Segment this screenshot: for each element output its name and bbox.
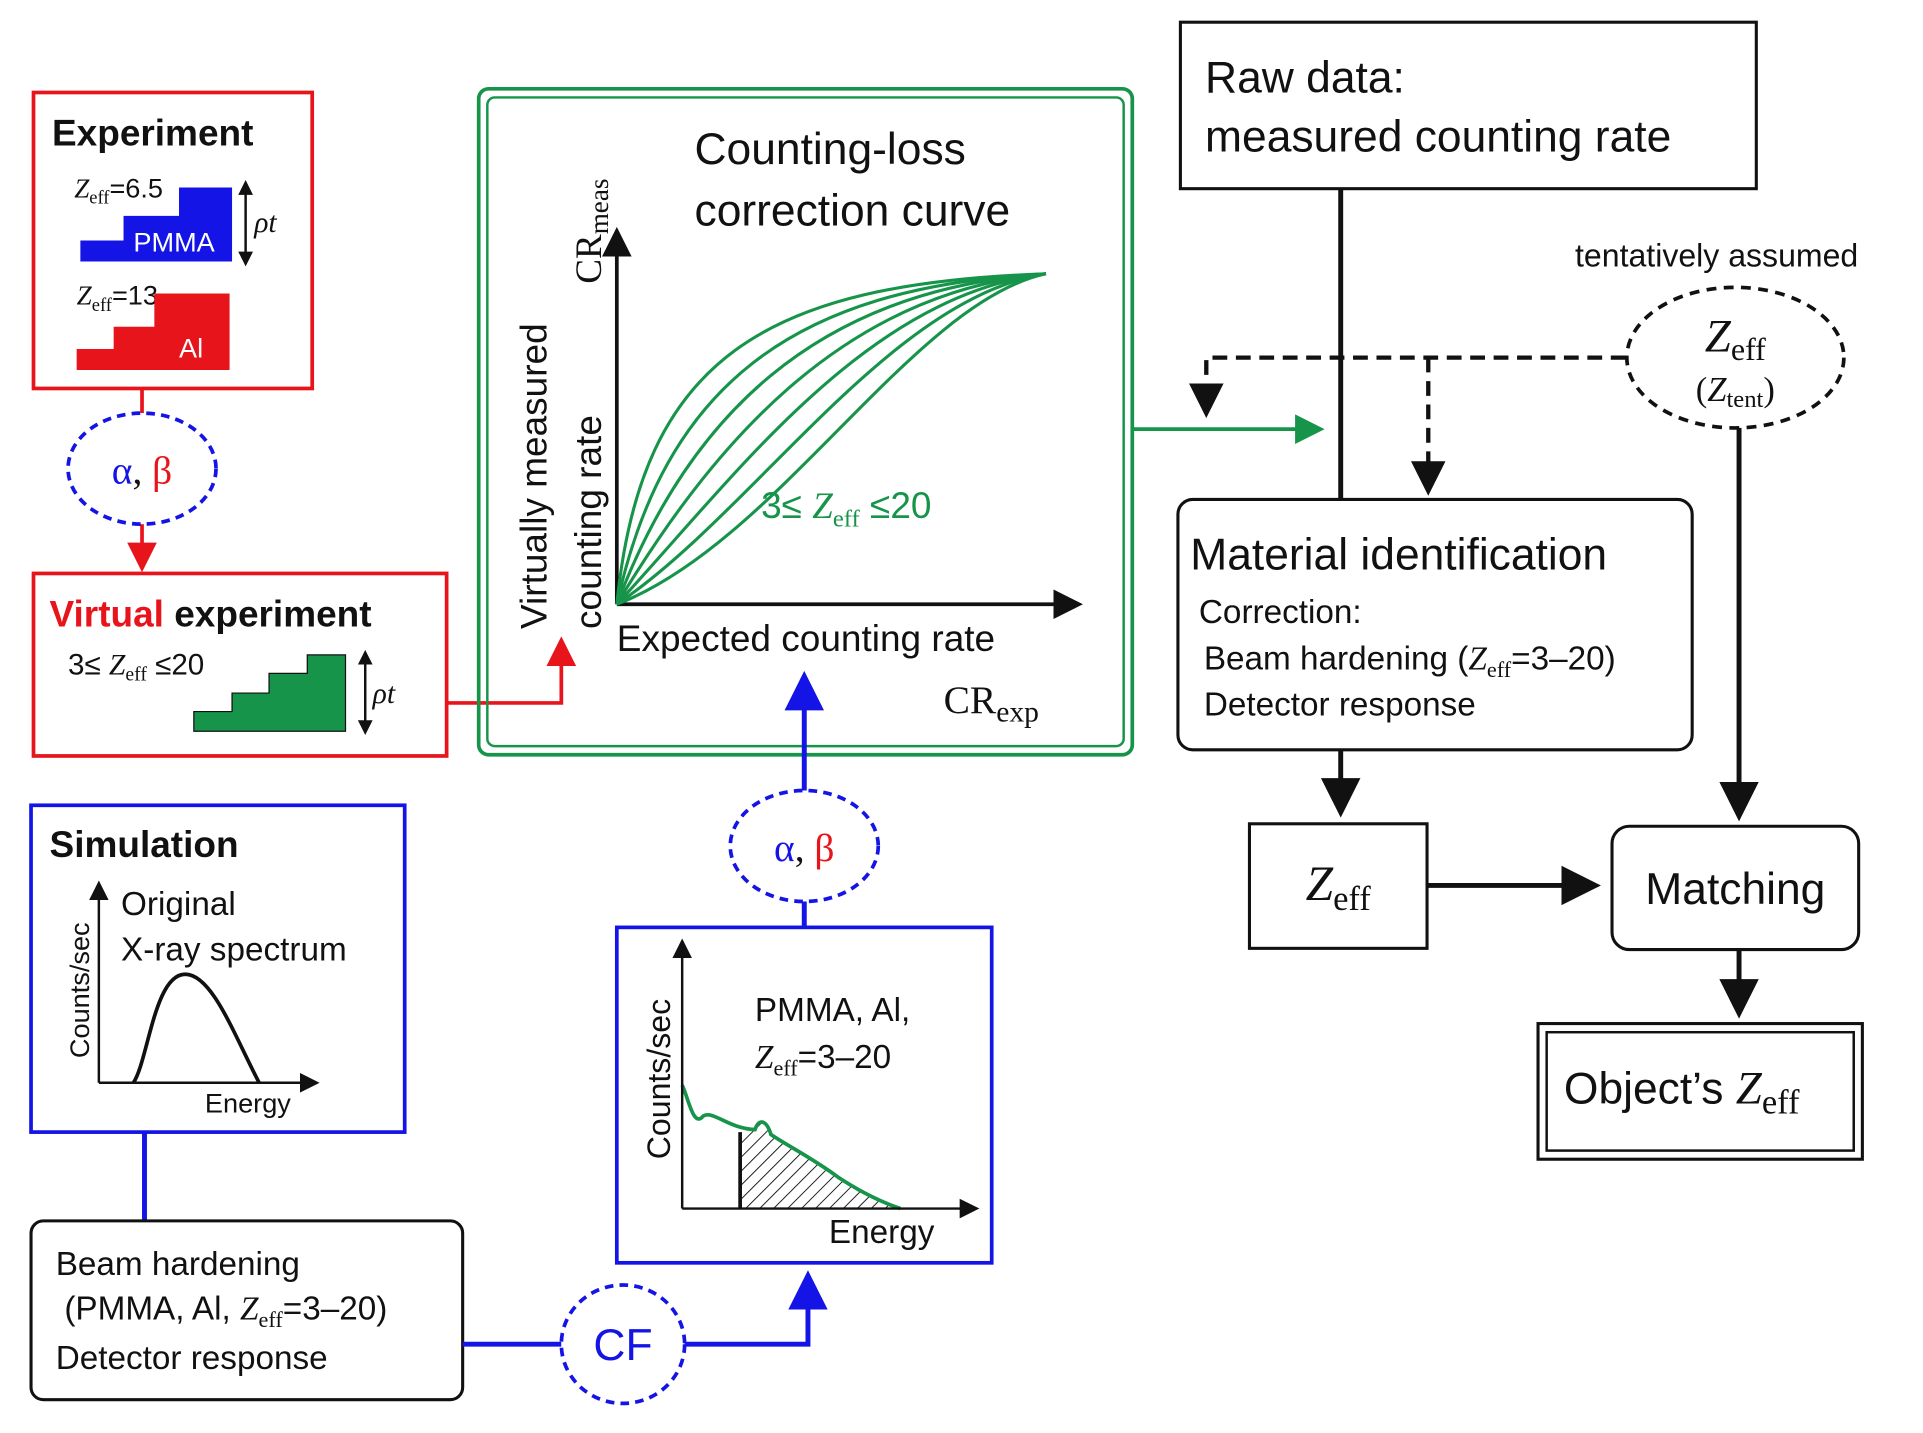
svg-text:Detector response: Detector response <box>1204 686 1476 723</box>
correction-curves <box>615 272 1047 606</box>
virtual-staircase <box>193 654 347 732</box>
zeff-result-box: Zeff <box>1247 822 1429 950</box>
filtered-spectrum-curve <box>680 1084 902 1211</box>
rho-t-label: ρt <box>253 207 277 239</box>
svg-text:Counts/sec: Counts/sec <box>641 999 677 1159</box>
svg-text:α, β: α, β <box>774 826 834 870</box>
alpha-beta-node-top: α, β <box>66 411 218 526</box>
svg-text:Beam hardening: Beam hardening <box>56 1246 300 1283</box>
svg-text:Matching: Matching <box>1645 865 1825 914</box>
svg-text:(PMMA, Al, Zeff=3–20): (PMMA, Al, Zeff=3–20) <box>64 1291 387 1332</box>
curve-zeff-range: 3≤ Zeff ≤20 <box>761 485 931 533</box>
correction-curve <box>615 272 1047 606</box>
svg-text:Material identification: Material identification <box>1190 531 1607 580</box>
svg-text:Detector response: Detector response <box>56 1340 328 1377</box>
svg-text:(Ztent): (Ztent) <box>1696 371 1775 413</box>
experiment-title: Experiment <box>52 113 253 154</box>
svg-text:PMMA, Al,: PMMA, Al, <box>755 992 910 1029</box>
svg-text:Beam hardening (Zeff=3–20): Beam hardening (Zeff=3–20) <box>1204 641 1616 682</box>
al-label: Al <box>179 333 203 364</box>
pmma-staircase <box>80 187 233 262</box>
svg-text:Object’s Zeff: Object’s Zeff <box>1564 1063 1800 1122</box>
correction-curve <box>615 272 1047 606</box>
correction-curve <box>615 272 1047 605</box>
material-identification-box: Material identification Correction: Beam… <box>1176 497 1694 752</box>
raw-data-box: Raw data: measured counting rate <box>1178 20 1758 191</box>
tentatively-assumed-label: tentatively assumed <box>1575 237 1858 273</box>
svg-text:CF: CF <box>593 1321 652 1370</box>
correction-curve-box: Counting-loss correction curve Virtually… <box>476 86 1135 757</box>
svg-text:Zeff: Zeff <box>1306 856 1372 918</box>
pmma-label: PMMA <box>133 227 215 258</box>
virtual-experiment-box: Virtual experiment 3≤ Zeff ≤20 ρt <box>31 571 449 758</box>
al-staircase <box>76 293 230 370</box>
matching-box: Matching <box>1610 824 1861 952</box>
svg-text:Counts/sec: Counts/sec <box>64 922 95 1058</box>
svg-text:Energy: Energy <box>829 1214 935 1251</box>
cf-node: CF <box>559 1283 687 1406</box>
virtual-zeff-range: 3≤ Zeff ≤20 <box>68 649 204 686</box>
svg-text:Raw data:: Raw data: <box>1205 53 1405 102</box>
y-axis-label-line2: counting rate <box>568 415 609 629</box>
svg-text:Virtual experiment: Virtual experiment <box>50 593 372 634</box>
svg-text:α, β: α, β <box>112 448 172 492</box>
original-spectrum-curve <box>131 972 261 1084</box>
beam-hardening-box: Beam hardening (PMMA, Al, Zeff=3–20) Det… <box>29 1219 465 1402</box>
correction-curve <box>615 272 1047 605</box>
alpha-beta-node-bottom: α, β <box>728 788 881 904</box>
svg-text:Zeff=3–20: Zeff=3–20 <box>755 1039 891 1080</box>
y-axis-label-line1: Virtually measured <box>514 323 555 629</box>
x-axis-label: Expected counting rate <box>617 618 995 659</box>
svg-text:Energy: Energy <box>205 1087 291 1118</box>
svg-text:X-ray spectrum: X-ray spectrum <box>121 932 347 969</box>
svg-text:measured counting rate: measured counting rate <box>1205 113 1671 162</box>
object-zeff-box: Object’s Zeff <box>1536 1022 1864 1161</box>
svg-text:correction curve: correction curve <box>695 187 1011 236</box>
svg-text:Simulation: Simulation <box>50 824 239 865</box>
cr-meas-label: CRmeas <box>569 179 614 284</box>
simulation-box: Simulation Original X-ray spectrum Count… <box>29 803 407 1134</box>
svg-text:Counting-loss: Counting-loss <box>695 125 966 174</box>
svg-text:ρt: ρt <box>372 678 396 710</box>
al-zeff-label: Zeff=13 <box>77 280 158 315</box>
zeff-tentative-node: Zeff (Ztent) <box>1624 285 1846 430</box>
svg-text:Correction:: Correction: <box>1199 594 1362 631</box>
cr-exp-label: CRexp <box>944 678 1039 729</box>
correction-curve <box>615 272 1047 606</box>
svg-text:Original: Original <box>121 886 236 923</box>
experiment-box: Experiment Zeff=6.5 PMMA ρt Zeff=13 Al <box>31 90 315 391</box>
correction-curve <box>615 272 1047 605</box>
spectrum-box: PMMA, Al, Zeff=3–20 Counts/sec Energy <box>614 925 994 1265</box>
correction-curve <box>616 272 1047 606</box>
pmma-zeff-label: Zeff=6.5 <box>74 172 163 207</box>
svg-text:Zeff: Zeff <box>1705 310 1766 367</box>
